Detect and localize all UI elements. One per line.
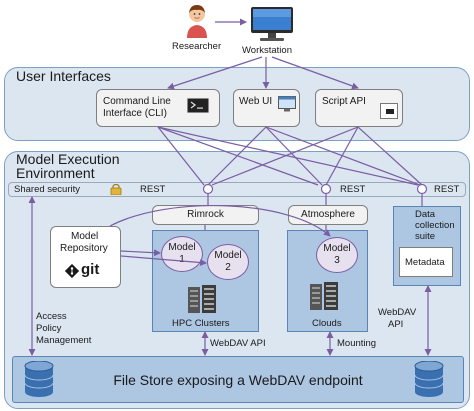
browser-icon bbox=[278, 96, 296, 112]
model-execution-title-1: Model Execution bbox=[16, 151, 120, 167]
model-2-circle[interactable]: Model 2 bbox=[207, 244, 249, 280]
rimrock-box[interactable]: Rimrock bbox=[152, 205, 259, 225]
git-logo-icon bbox=[65, 264, 79, 278]
researcher-label: Researcher bbox=[172, 41, 222, 52]
data-collection-label-1: Data bbox=[415, 209, 436, 220]
atmosphere-box[interactable]: Atmosphere bbox=[288, 205, 368, 225]
lock-icon bbox=[109, 184, 123, 195]
workstation-icon bbox=[249, 6, 295, 42]
rest-label-2: REST bbox=[340, 184, 366, 195]
mounting-label: Mounting bbox=[337, 338, 377, 349]
database-icon-left bbox=[24, 361, 54, 397]
web-ui-box[interactable]: Web UI bbox=[233, 89, 300, 127]
model-repository-box[interactable]: Model Repository git bbox=[50, 226, 121, 288]
model-1-circle[interactable]: Model 1 bbox=[161, 236, 203, 272]
web-ui-label: Web UI bbox=[239, 96, 273, 107]
model-1-label-1: Model bbox=[168, 242, 196, 253]
file-store-box[interactable]: File Store exposing a WebDAV endpoint bbox=[12, 356, 464, 403]
workstation-label: Workstation bbox=[242, 45, 292, 56]
cli-label-2: Interface (CLI) bbox=[103, 108, 167, 119]
data-collection-label-2: collection bbox=[415, 220, 455, 231]
database-icon-right bbox=[414, 361, 444, 397]
webdav-api-label-2b: API bbox=[388, 319, 404, 330]
hpc-clusters-label: HPC Clusters bbox=[172, 318, 230, 329]
model-3-label-2: 3 bbox=[334, 255, 340, 266]
terminal-icon bbox=[187, 98, 209, 113]
cloud-server-icon bbox=[308, 280, 340, 312]
model-3-circle[interactable]: Model 3 bbox=[316, 237, 358, 273]
data-collection-suite[interactable]: Data collection suite Metadata bbox=[393, 206, 461, 286]
rest-label-3: REST bbox=[434, 184, 460, 195]
metadata-box[interactable]: Metadata bbox=[399, 247, 453, 277]
script-api-box[interactable]: Script API bbox=[315, 89, 403, 127]
script-window-icon bbox=[380, 103, 398, 119]
model-repository-label-1: Model bbox=[71, 231, 99, 242]
cli-box[interactable]: Command Line Interface (CLI) bbox=[96, 89, 220, 127]
researcher-icon bbox=[182, 2, 212, 38]
model-repository-label-2: Repository bbox=[60, 243, 108, 254]
cli-label-1: Command Line bbox=[103, 96, 171, 107]
model-3-label-1: Model bbox=[323, 243, 351, 254]
user-interfaces-title: User Interfaces bbox=[16, 68, 111, 84]
data-collection-label-3: suite bbox=[415, 231, 436, 242]
atmosphere-label: Atmosphere bbox=[301, 209, 355, 220]
access-policy-label-3: Management bbox=[36, 335, 92, 346]
model-execution-title-2: Environment bbox=[16, 165, 95, 181]
access-policy-label-1: Access bbox=[36, 311, 67, 322]
model-2-label-1: Model bbox=[214, 250, 242, 261]
server-rack-icon bbox=[186, 283, 218, 315]
file-store-label: File Store exposing a WebDAV endpoint bbox=[113, 372, 363, 388]
access-policy-label-2: Policy bbox=[36, 323, 62, 334]
rest-label-1: REST bbox=[140, 184, 166, 195]
git-label: git bbox=[81, 261, 100, 278]
model-2-label-2: 2 bbox=[225, 262, 231, 273]
webdav-api-label-2a: WebDAV bbox=[378, 307, 417, 318]
model-1-label-2: 1 bbox=[179, 254, 185, 265]
clouds-label: Clouds bbox=[312, 318, 342, 329]
rimrock-label: Rimrock bbox=[187, 209, 224, 220]
webdav-api-label-1: WebDAV API bbox=[210, 338, 266, 349]
metadata-label: Metadata bbox=[405, 257, 445, 268]
script-api-label: Script API bbox=[322, 96, 366, 107]
shared-security-label: Shared security bbox=[14, 184, 81, 195]
